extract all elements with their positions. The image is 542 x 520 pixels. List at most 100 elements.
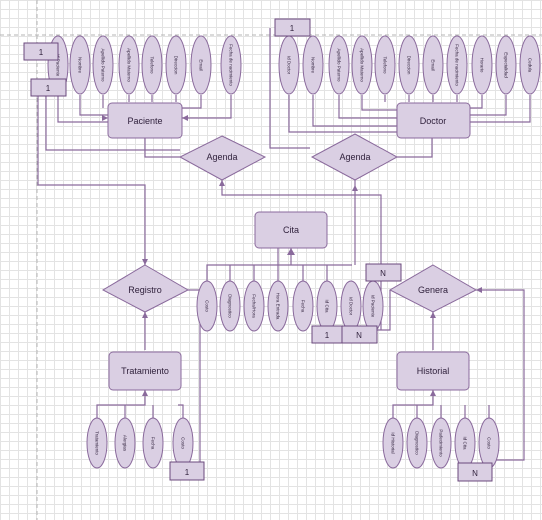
- historial-attr-2[interactable]: Padecimiento: [430, 417, 452, 469]
- historial-attributes: Id Historial Diagnostico Padecimiento Id Ci…: [382, 417, 500, 469]
- cardinality-historial-n[interactable]: N: [457, 462, 493, 482]
- svg-text:1: 1: [290, 24, 295, 33]
- historial-attr-4[interactable]: Costo: [478, 417, 500, 469]
- entity-paciente[interactable]: Paciente: [107, 102, 183, 139]
- cita-attr-label: Costo: [204, 300, 209, 312]
- cita-attr-label: Id Cita: [324, 299, 329, 313]
- doctor-attr-1[interactable]: Nombre: [302, 35, 324, 95]
- doctor-attr-8[interactable]: Horario: [471, 35, 493, 95]
- cita-attr-2[interactable]: Fecha/Hora: [243, 280, 265, 332]
- paciente-attr-6[interactable]: Email: [190, 35, 212, 95]
- paciente-attr-2[interactable]: Apellido Paterno: [92, 35, 114, 95]
- doctor-attr-label: Apellido Materno: [359, 48, 364, 82]
- cita-attr-1[interactable]: Diagnostico: [219, 280, 241, 332]
- doctor-attr-label: Direccion: [406, 56, 411, 75]
- tratamiento-attr-2[interactable]: Fecha: [142, 417, 164, 469]
- svg-text:N: N: [472, 469, 478, 478]
- paciente-attr-label: Email: [198, 59, 203, 70]
- doctor-attr-label: Apellido Paterno: [336, 48, 341, 82]
- relationship-registro-label: Registro: [128, 285, 162, 295]
- entity-tratamiento[interactable]: Tratamiento: [108, 351, 182, 391]
- tratamiento-attr-1[interactable]: Alergias: [114, 417, 136, 469]
- paciente-attr-label: Nombre: [77, 57, 82, 74]
- entity-paciente-label: Paciente: [127, 116, 162, 126]
- doctor-attr-10[interactable]: Cedula: [519, 35, 541, 95]
- relationship-registro[interactable]: Registro: [101, 264, 190, 313]
- relationship-agenda-left[interactable]: Agenda: [178, 135, 267, 181]
- svg-text:1: 1: [46, 84, 51, 93]
- cardinality-paciente-top[interactable]: 1: [23, 42, 59, 61]
- relationship-genera[interactable]: Genera: [388, 264, 478, 313]
- doctor-attr-0[interactable]: Id Doctor: [278, 35, 300, 95]
- cita-attr-0[interactable]: Costo: [196, 280, 218, 332]
- paciente-attr-7[interactable]: Fecha de nacimiento: [220, 35, 242, 95]
- historial-attr-label: Id Historial: [390, 432, 395, 453]
- cita-attr-5[interactable]: Id Cita: [316, 280, 338, 332]
- paciente-attr-4[interactable]: Telefono: [141, 35, 163, 95]
- cardinality-tratamiento-1[interactable]: 1: [169, 461, 205, 481]
- entity-doctor[interactable]: Doctor: [396, 102, 471, 139]
- cardinality-doctor-top[interactable]: 1: [274, 18, 311, 37]
- entity-tratamiento-label: Tratamiento: [121, 366, 169, 376]
- tratamiento-attr-label: Fecha: [150, 437, 155, 450]
- svg-text:N: N: [380, 269, 386, 278]
- historial-attr-label: Diagnostico: [414, 431, 419, 455]
- tratamiento-attr-label: Costo: [180, 437, 185, 449]
- cardinality-genera-n[interactable]: N: [341, 325, 378, 344]
- doctor-attr-4[interactable]: Telefono: [374, 35, 396, 95]
- svg-text:N: N: [356, 331, 362, 340]
- cita-attr-label: Fecha/Hora: [251, 294, 256, 318]
- doctor-attr-label: Telefono: [382, 56, 387, 74]
- cardinality-cita-n[interactable]: N: [365, 263, 402, 282]
- doctor-attr-label: Fecha de nacimiento: [454, 44, 459, 86]
- doctor-attr-7[interactable]: Fecha de nacimiento: [446, 35, 468, 95]
- connectors: [37, 28, 531, 465]
- svg-text:1: 1: [185, 468, 190, 477]
- relationship-genera-label: Genera: [418, 285, 448, 295]
- tratamiento-attr-0[interactable]: Tratamiento: [86, 417, 108, 469]
- paciente-attr-label: Direccion: [173, 56, 178, 75]
- paciente-attr-1[interactable]: Nombre: [69, 35, 91, 95]
- paciente-attr-label: Apellido Paterno: [100, 48, 105, 82]
- historial-attr-3[interactable]: Id Cita: [454, 417, 476, 469]
- historial-attr-1[interactable]: Diagnostico: [406, 417, 428, 469]
- entity-cita[interactable]: Cita: [254, 211, 328, 249]
- paciente-attr-label: Fecha de nacimiento: [228, 44, 233, 86]
- cita-attr-3[interactable]: Hora Entrada: [267, 280, 289, 332]
- doctor-attr-label: Especialidad: [503, 52, 508, 78]
- tratamiento-attr-3[interactable]: Costo: [172, 417, 194, 469]
- cita-attr-label: Diagnostico: [227, 294, 232, 318]
- paciente-attr-label: Apellido Materno: [126, 48, 131, 82]
- doctor-attr-5[interactable]: Direccion: [398, 35, 420, 95]
- paciente-attr-5[interactable]: Direccion: [165, 35, 187, 95]
- entity-historial[interactable]: Historial: [396, 351, 470, 391]
- doctor-attributes: Id Doctor Nombre Apellido Paterno Apellido …: [278, 35, 541, 95]
- entity-cita-label: Cita: [283, 225, 299, 235]
- relationship-agenda-right[interactable]: Agenda: [310, 133, 399, 181]
- doctor-attr-3[interactable]: Apellido Materno: [351, 35, 373, 95]
- doctor-attr-label: Horario: [479, 58, 484, 73]
- cita-attr-label: Id Paciente: [370, 295, 375, 318]
- cita-attr-7[interactable]: Id Paciente: [362, 280, 384, 332]
- paciente-attr-label: Id Paciente: [55, 54, 60, 77]
- cita-attr-label: Id Doctor: [348, 297, 353, 316]
- tratamiento-attr-label: Alergias: [122, 435, 127, 452]
- tratamiento-attr-label: Tratamiento: [94, 431, 99, 455]
- doctor-attr-label: Nombre: [310, 57, 315, 74]
- doctor-attr-9[interactable]: Especialidad: [495, 35, 517, 95]
- doctor-attr-6[interactable]: Email: [422, 35, 444, 95]
- entity-historial-label: Historial: [417, 366, 450, 376]
- cita-attr-label: Fecha: [300, 300, 305, 313]
- historial-attr-label: Id Cita: [462, 436, 467, 450]
- svg-text:1: 1: [325, 331, 330, 340]
- cita-attr-4[interactable]: Fecha: [292, 280, 314, 332]
- historial-attr-0[interactable]: Id Historial: [382, 417, 404, 469]
- cardinality-paciente-bottom[interactable]: 1: [30, 78, 67, 97]
- cita-attr-6[interactable]: Id Doctor: [340, 280, 362, 332]
- paciente-attr-3[interactable]: Apellido Materno: [118, 35, 140, 95]
- cardinality-genera-1[interactable]: 1: [311, 325, 343, 344]
- doctor-attr-2[interactable]: Apellido Paterno: [328, 35, 350, 95]
- svg-text:1: 1: [39, 48, 44, 57]
